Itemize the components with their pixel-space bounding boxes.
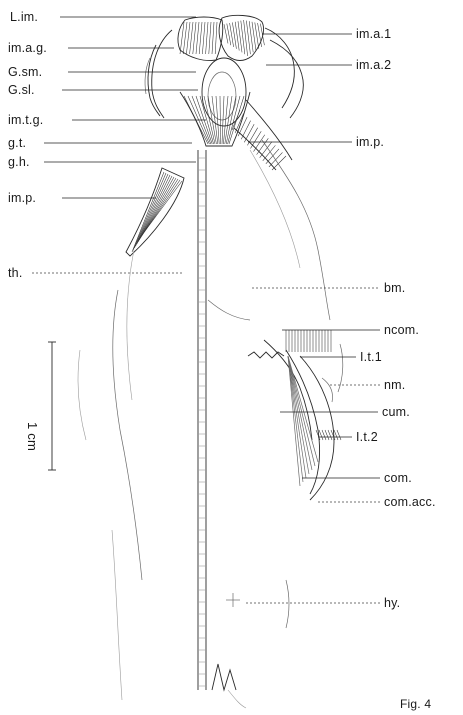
label-im-a-1: im.a.1 — [356, 27, 391, 41]
label-g-h: g.h. — [8, 155, 30, 169]
label-l-im: L.im. — [10, 10, 38, 24]
label-im-a-2: im.a.2 — [356, 58, 391, 72]
label-im-t-g: im.t.g. — [8, 113, 43, 127]
left-wedge-muscle — [126, 168, 184, 256]
column-segments — [198, 158, 206, 686]
label-g-sl: G.sl. — [8, 83, 35, 97]
scale-bar: 1 cm — [25, 342, 56, 470]
right-lobe-outline — [265, 28, 294, 108]
left-tentacle-outline — [148, 45, 160, 116]
label-ncom: ncom. — [384, 323, 419, 337]
label-bm: bm. — [384, 281, 405, 295]
fan-muscles — [288, 356, 318, 486]
label-im-p-left: im.p. — [8, 191, 36, 205]
label-l-t-1: I.t.1 — [360, 350, 382, 364]
zigzag-fold — [248, 352, 284, 358]
left-labels: L.im. im.a.g. G.sm. G.sl. im.t.g. g.t. g… — [8, 10, 47, 280]
body-left-contour — [113, 290, 142, 580]
bottom-zigzag — [212, 664, 236, 690]
right-leader-lines — [246, 34, 380, 603]
label-g-t: g.t. — [8, 136, 26, 150]
label-l-t-2: I.t.2 — [356, 430, 378, 444]
label-cum: cum. — [382, 405, 410, 419]
label-th: th. — [8, 266, 23, 280]
label-im-p-right: im.p. — [356, 135, 384, 149]
left-leader-lines — [32, 17, 206, 273]
scale-bar-label: 1 cm — [25, 422, 40, 451]
label-com-acc: com.acc. — [384, 495, 436, 509]
ncom-structure — [286, 330, 331, 352]
muscle-striations — [224, 20, 264, 56]
label-g-sm: G.sm. — [8, 65, 42, 79]
figure-caption: Fig. 4 — [400, 697, 431, 711]
right-flank — [262, 140, 330, 320]
label-im-a-g: im.a.g. — [8, 41, 47, 55]
label-nm: nm. — [384, 378, 405, 392]
posterior-muscle-band — [246, 100, 292, 160]
right-labels: im.a.1 im.a.2 im.p. bm. ncom. I.t.1 nm. … — [356, 27, 436, 610]
left-lobe-outline — [152, 30, 172, 118]
right-tentacle-outline — [270, 40, 303, 118]
anterior-muscle-bulb — [219, 15, 263, 60]
anatomical-drawing — [78, 15, 343, 708]
label-hy: hy. — [384, 596, 400, 610]
label-com: com. — [384, 471, 412, 485]
